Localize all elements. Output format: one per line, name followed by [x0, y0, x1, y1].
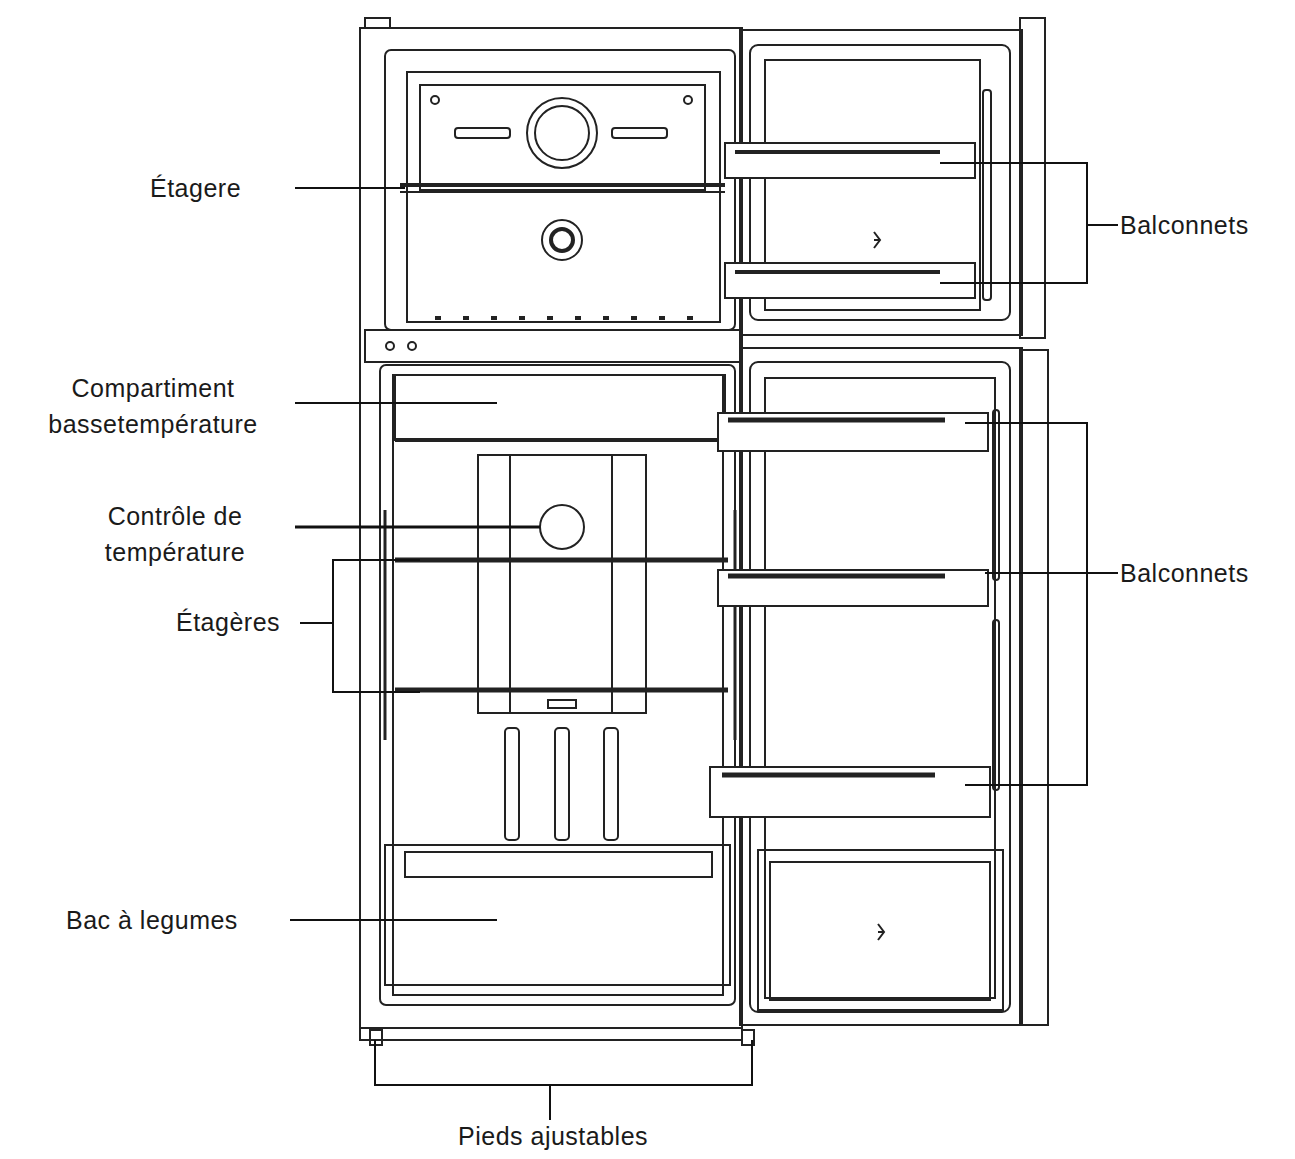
drain	[542, 220, 582, 260]
part-label: Étagères	[176, 604, 280, 640]
crisper	[385, 845, 730, 985]
fan-ring	[527, 98, 597, 168]
bracket	[965, 423, 1118, 785]
crisper-lid	[405, 852, 712, 877]
low-temp-compartment	[395, 375, 725, 440]
bin-rim	[728, 574, 945, 579]
shelf	[395, 688, 728, 693]
fan-panel	[420, 85, 705, 190]
freezer-shelf	[400, 191, 725, 193]
part-label: Balconnets	[1120, 555, 1249, 591]
duct	[505, 728, 519, 840]
bracket	[940, 163, 1118, 283]
door-bin	[710, 767, 990, 817]
vent-row	[435, 316, 705, 320]
leader-line	[295, 402, 497, 404]
gasket	[750, 362, 1010, 1012]
leader-line	[295, 187, 405, 189]
screw	[408, 342, 416, 350]
fan-ring	[535, 106, 589, 160]
vent-slot	[455, 128, 510, 138]
hinge	[365, 18, 390, 28]
leader-line	[295, 526, 540, 529]
compartment-edge	[395, 438, 725, 442]
bin-rim	[735, 270, 940, 274]
bracket	[300, 560, 420, 692]
door-symbol	[874, 232, 880, 248]
door-rail	[993, 410, 999, 580]
bin-rim	[728, 418, 945, 423]
vent-slot	[612, 128, 667, 138]
freezer-door	[725, 18, 1045, 338]
temperature-knob	[540, 505, 584, 549]
screw	[431, 96, 439, 104]
door-bin	[725, 143, 975, 178]
part-label: Compartiment bassetempérature	[8, 370, 298, 442]
shelf-rail	[384, 510, 387, 740]
light	[548, 700, 576, 708]
part-label: Pieds ajustables	[458, 1118, 648, 1154]
door-liner	[765, 378, 995, 998]
drain	[551, 229, 573, 251]
fridge-door	[710, 348, 1048, 1025]
shelf-rail	[734, 510, 737, 740]
fridge-cavity	[380, 365, 735, 1005]
bin-rim	[735, 150, 940, 154]
freezer-cavity	[385, 50, 735, 330]
bin-rim	[722, 773, 935, 778]
bracket	[375, 1040, 752, 1120]
part-label: Étagere	[150, 170, 241, 206]
freezer-shelf	[400, 183, 725, 187]
door-symbol	[878, 924, 884, 940]
door-bottle-bin	[758, 850, 1003, 1010]
part-label: Contrôle de température	[75, 498, 275, 570]
door-rail	[983, 90, 991, 300]
door-bin	[718, 570, 988, 606]
door-edge	[1020, 350, 1048, 1025]
back-panel-rib	[611, 455, 613, 713]
fridge-body	[360, 18, 754, 1045]
part-label: Balconnets	[1120, 207, 1249, 243]
duct	[555, 728, 569, 840]
back-panel-rib	[509, 455, 511, 713]
leader-lines	[290, 163, 1118, 1120]
door-bin	[725, 263, 975, 298]
freezer-liner	[407, 72, 720, 322]
door-rail	[993, 620, 999, 790]
screw	[386, 342, 394, 350]
door-bin	[718, 413, 988, 451]
shelf	[395, 558, 728, 563]
base	[360, 1028, 742, 1040]
screw	[684, 96, 692, 104]
back-panel	[478, 455, 646, 713]
fridge-liner	[393, 375, 723, 995]
door-edge	[1020, 18, 1045, 338]
divider	[365, 330, 740, 362]
part-label: Bac à legumes	[66, 902, 238, 938]
door-bottle-bin	[770, 862, 990, 1000]
duct	[604, 728, 618, 840]
leader-line	[290, 919, 497, 921]
